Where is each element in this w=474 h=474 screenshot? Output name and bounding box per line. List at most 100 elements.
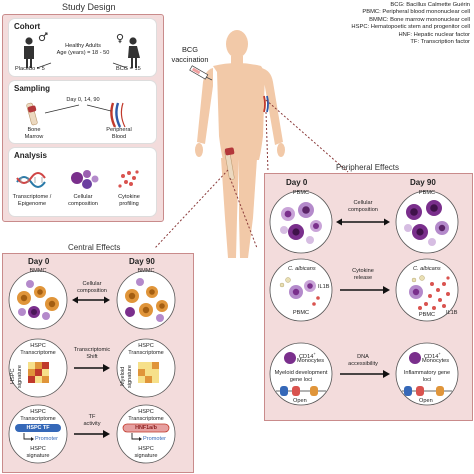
tf-activity-1: TF (88, 414, 96, 420)
bcg-vaccination-label-1: BCG (181, 45, 198, 54)
central-day90: Day 90 (129, 257, 155, 266)
open-day0: Open (293, 398, 307, 404)
placebo-count: Placebo = 5 (15, 66, 45, 72)
legend-line: PBMC: Peripheral blood mononuclear cell (362, 9, 470, 16)
monocytes-day90: Monocytes (422, 358, 450, 364)
abbreviation-legend: BCG: Bacillus Calmette Guérin PBMC: Peri… (351, 2, 470, 46)
peripheral-pbmc-day90: PBMC (418, 190, 436, 196)
central-cellular-composition-2: composition (77, 288, 107, 294)
cohort-line1: Healthy Adults (65, 43, 101, 49)
transcriptomic-shift-2: Shift (86, 354, 98, 360)
central-hspc-day0: HSPC (30, 343, 46, 349)
tf-activity-2: activity (83, 421, 101, 427)
analysis-heading: Analysis (14, 151, 47, 160)
c-albicans-day0: C. albicans (288, 266, 316, 272)
blood-vessel-icon (110, 102, 126, 128)
central-transcriptome-day90: Transcriptome (128, 350, 164, 356)
peripheral-cellular-composition-1: Cellular (353, 200, 373, 206)
bone-icon (26, 102, 38, 126)
bone-marrow-label-1: Bone (27, 127, 41, 133)
cytokine-release-2: release (353, 275, 373, 281)
legend-line: HSPC: Hematopoetic stem and progenitor c… (351, 24, 470, 31)
cohort-heading: Cohort (14, 22, 41, 31)
peripheral-cellular-composition-2: composition (348, 207, 378, 213)
central-cellular-composition-1: Cellular (82, 281, 102, 287)
peripheral-day90: Day 90 (410, 178, 436, 187)
hspc-tf-label: HSPC TF (26, 425, 50, 431)
cd14-day90: CD14+ (424, 351, 441, 360)
legend-line: BCG: Bacillus Calmette Guérin (390, 2, 470, 8)
central-day0: Day 0 (28, 257, 50, 266)
peripheral-pbmc-day0: PBMC (292, 190, 310, 196)
central-tf-hspc-day90: HSPC (138, 409, 154, 415)
cd14-sup: + (313, 351, 316, 356)
analysis-item1-line1: Transcriptome / (12, 194, 52, 200)
sampling-card: Sampling Day 0, 14, 90 Bone Marrow Perip… (8, 80, 157, 144)
myeloid-loci-1: Myeloid development (274, 370, 328, 376)
cytokine-release-1: Cytokine (352, 268, 374, 274)
cd14-label: CD14 (299, 353, 314, 360)
central-effects-title: Central Effects (68, 243, 121, 252)
central-tf-transcriptome-day90: Transcriptome (128, 416, 164, 422)
analysis-card: Analysis Transcriptome / Epigenome Cell (8, 147, 157, 217)
central-tf-hspc-day0: HSPC (30, 409, 46, 415)
il1b-day0: IL1B (318, 284, 330, 290)
pbmc-row2-day90: PBMC (418, 312, 436, 318)
peripheral-day0: Day 0 (286, 178, 308, 187)
people-icon (24, 32, 140, 69)
central-bmmc-day0: BMMC (29, 268, 47, 274)
pbmc-row2-day0: PBMC (292, 310, 310, 316)
bcg-vaccination-label-2: vaccination (171, 55, 209, 64)
analysis-item3-line2: profiling (119, 201, 139, 207)
legend-line: BMMC: Bone marrow mononuclear cell (369, 16, 470, 23)
study-design-title: Study Design (62, 2, 116, 12)
peripheral-blood-label-1: Peripheral (106, 127, 132, 133)
promoter-day90: Promoter (143, 436, 167, 442)
femur-icon (224, 147, 235, 181)
inflammatory-loci-1: Inflammatory gene (403, 370, 451, 376)
cells-icon (71, 170, 99, 189)
hspc-signature-day90-1: HSPC (138, 446, 154, 452)
inflammatory-loci-2: loci (422, 377, 432, 383)
peripheral-effects-title: Peripheral Effects (336, 163, 399, 172)
hspc-signature-day0-2: signature (26, 453, 50, 459)
hnf-label: HNF1a/b (135, 425, 157, 431)
bcg-count: BCG = 15 (116, 66, 141, 72)
analysis-item2-line1: Cellular (73, 194, 93, 200)
monocytes-day0: Monocytes (297, 358, 325, 364)
peripheral-blood-label-2: Blood (111, 134, 127, 140)
dna-accessibility-1: DNA (357, 354, 369, 360)
syringe-icon (189, 65, 213, 81)
sampling-icons (26, 102, 126, 128)
cd14-sup: + (438, 351, 441, 356)
central-tf-transcriptome-day0: Transcriptome (20, 416, 56, 422)
hspc-signature-day90-2: signature (134, 453, 158, 459)
cytokine-icon (118, 170, 139, 188)
hspc-signature-day0-1: HSPC (30, 446, 46, 452)
dna-icon (16, 172, 46, 188)
cohort-card: Cohort Healthy Adults Age (years) = 18 -… (8, 18, 157, 77)
legend-line: HNF: Hepatic nuclear factor (398, 31, 470, 38)
sampling-heading: Sampling (14, 84, 51, 93)
legend-line: TF: Transcription factor (410, 39, 470, 46)
transcriptomic-shift-1: Transcriptomic (73, 347, 111, 353)
promoter-day0: Promoter (35, 436, 59, 442)
c-albicans-day90: C. albicans (413, 266, 441, 272)
analysis-item3-line1: Cytokine (118, 194, 140, 200)
cd14-label: CD14 (424, 353, 439, 360)
myeloid-loci-2: gene loci (289, 377, 313, 383)
open-day90: Open (419, 398, 433, 404)
analysis-item2-line2: composition (68, 201, 98, 207)
central-hspc-day90: HSPC (138, 343, 154, 349)
analysis-icons (16, 170, 139, 189)
sampling-days: Day 0, 14, 90 (66, 97, 100, 103)
bone-marrow-label-2: Marrow (24, 134, 44, 140)
cd14-day0: CD14+ (299, 351, 316, 360)
cohort-line2: Age (years) = 18 - 50 (56, 50, 110, 56)
central-transcriptome-day0: Transcriptome (20, 350, 56, 356)
il1b-day90: IL1B (446, 310, 458, 316)
dna-accessibility-2: accessibility (348, 361, 378, 367)
